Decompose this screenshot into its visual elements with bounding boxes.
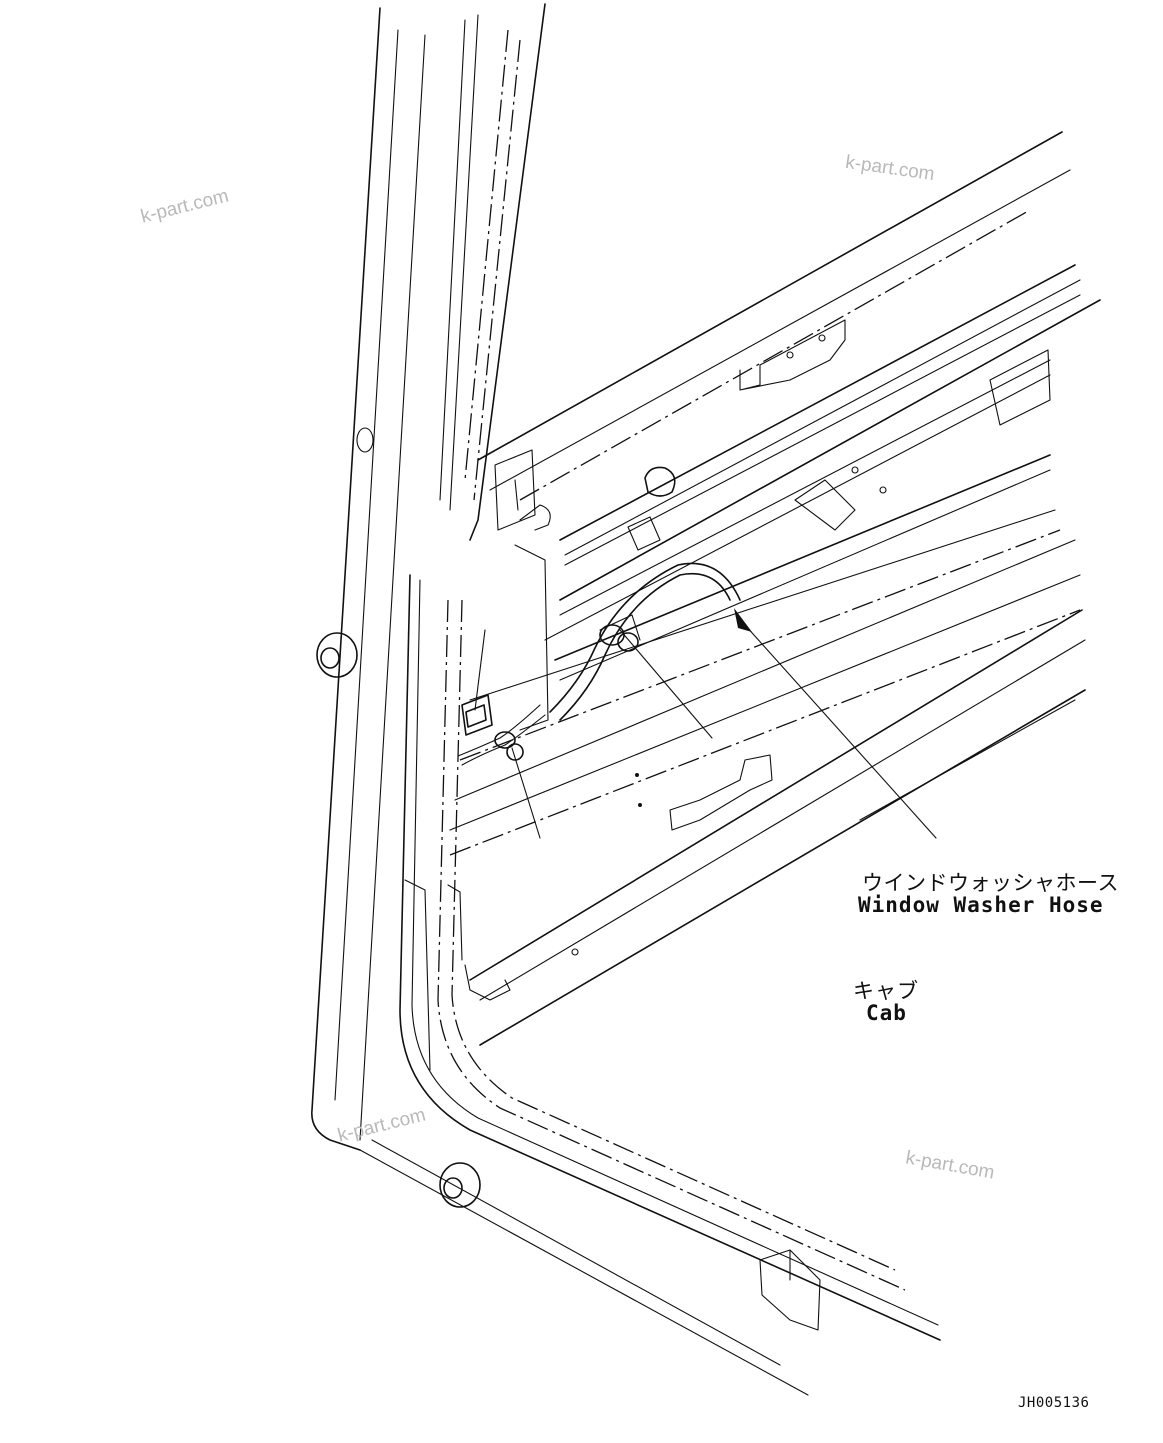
- cab-label-japanese: キャブ: [853, 979, 919, 1003]
- window-washer-hose: [457, 562, 741, 766]
- rubber-bumper-upper: [316, 632, 358, 678]
- rail-bracket-upper: [739, 319, 846, 391]
- cab-front-pillar: [311, 3, 546, 1151]
- cable-tie-mount: [461, 694, 493, 736]
- hook-eyelet: [644, 466, 676, 497]
- cab-roof-rails: [449, 131, 1101, 1046]
- pillar-foot-clip: [464, 964, 511, 1001]
- rail-bracket-right: [794, 349, 1051, 531]
- cab-label-english: Cab: [866, 1001, 907, 1025]
- rail-clip: [627, 516, 661, 551]
- rubber-bumper-lower: [439, 1162, 481, 1208]
- hose-label-japanese: ウインドウォッシャホース: [862, 871, 1119, 895]
- lower-rail-bracket: [571, 754, 773, 956]
- door-hinge-block: [759, 1249, 821, 1331]
- rail-bracket-pillar: [494, 449, 551, 731]
- hose-clamp-lower: [494, 731, 524, 761]
- leader-lines: [474, 608, 937, 839]
- pillar-corner-curve: [359, 574, 941, 1396]
- drawing-number: JH005136: [1018, 1395, 1090, 1411]
- hose-label-english: Window Washer Hose: [858, 893, 1104, 917]
